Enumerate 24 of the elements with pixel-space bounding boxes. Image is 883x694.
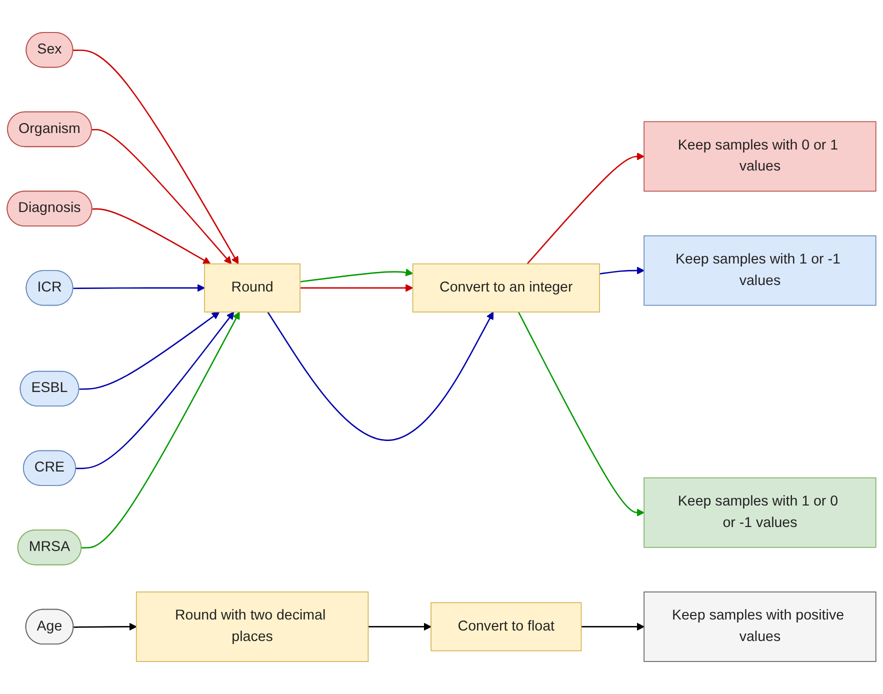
node-box: Keep samples with 1 or -1 values — [644, 235, 876, 306]
arrow — [92, 208, 211, 264]
arrow — [368, 622, 432, 631]
arrow — [74, 622, 137, 631]
node-box: Keep samples with 0 or 1 values — [644, 121, 876, 192]
arrow — [73, 284, 205, 292]
arrow — [300, 268, 414, 282]
arrow — [581, 622, 644, 631]
arrow — [267, 312, 494, 441]
arrow — [526, 152, 644, 264]
node-box: Convert to float — [430, 602, 582, 652]
node-box: Round with two decimal places — [136, 592, 369, 662]
node-box: Round — [204, 263, 301, 312]
arrow — [73, 50, 239, 264]
node-box: Keep samples with positive values — [644, 592, 876, 662]
arrow — [92, 128, 232, 264]
node-box: Convert to an integer — [412, 263, 600, 312]
arrow — [300, 284, 414, 292]
arrow — [76, 312, 234, 470]
arrow — [82, 312, 240, 548]
arrow — [599, 266, 644, 275]
arrow — [518, 312, 644, 517]
arrow — [79, 312, 220, 390]
node-box: Keep samples with 1 or 0 or -1 values — [644, 477, 876, 548]
